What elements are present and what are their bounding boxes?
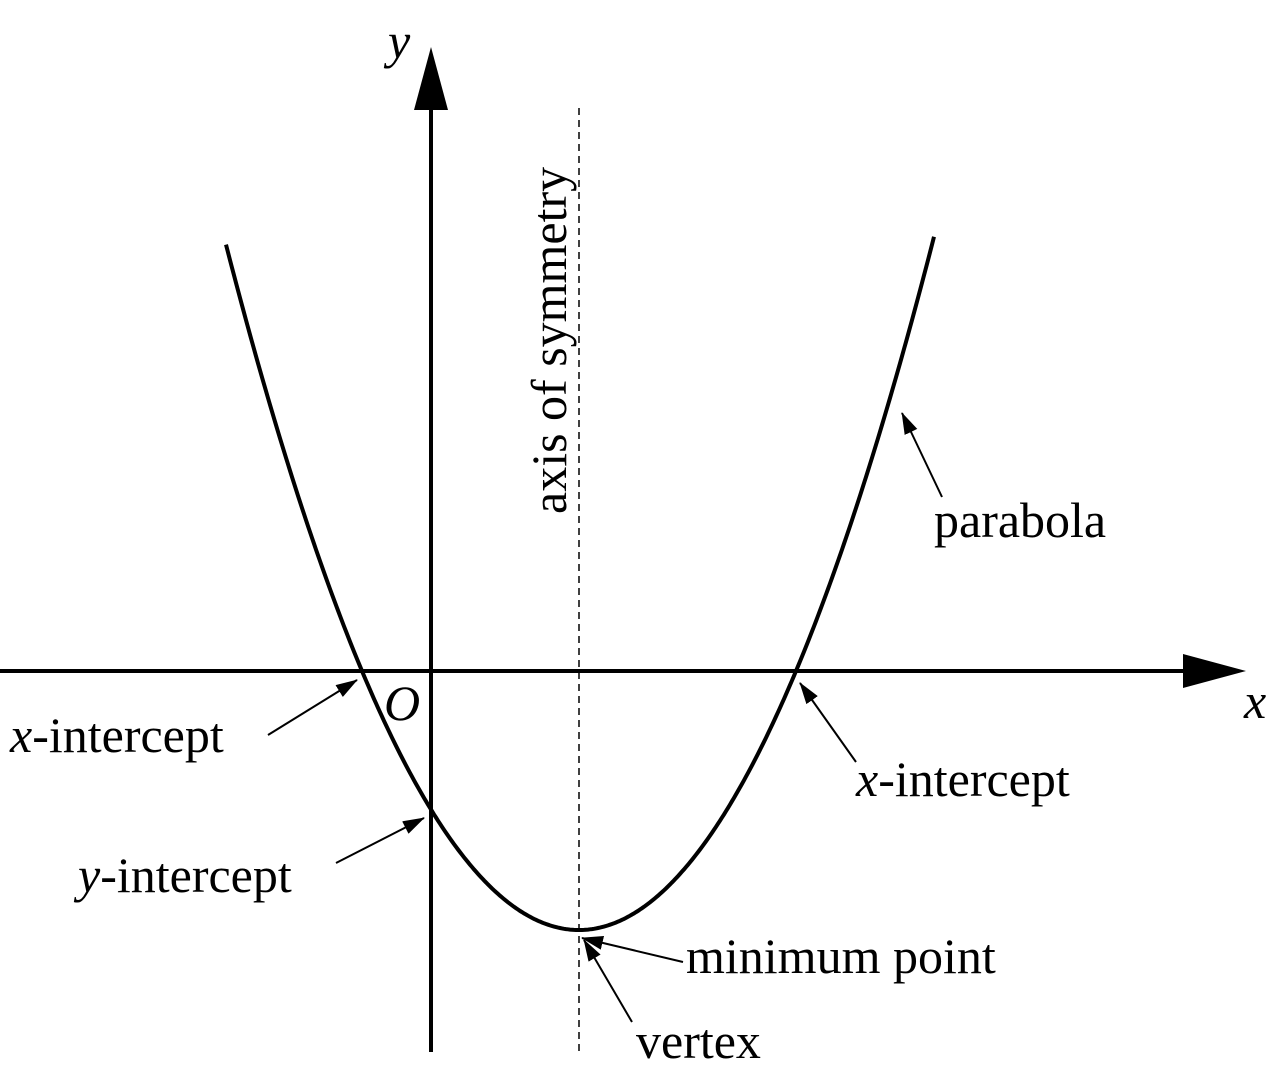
x-intercept-right-label: x-intercept [855,751,1070,807]
x-intercept-right-var: x [855,751,878,807]
x-axis-arrowhead [1183,654,1246,688]
y-intercept-pointer-arrow [335,817,425,864]
x-axis-label: x [1243,673,1266,729]
y-intercept-var: y [73,847,101,903]
x-intercept-right-pointer-arrow [799,682,857,763]
minimum-point-pointer-arrow [581,936,684,963]
vertex-pointer-arrow [583,939,633,1023]
origin-label: O [384,675,420,731]
y-intercept-label: y-intercept [73,847,292,903]
x-intercept-right-rest: -intercept [878,751,1070,807]
x-intercept-left-var: x [9,707,32,763]
y-axis-label: y [383,13,411,69]
x-intercept-left-pointer-arrow [267,679,358,736]
x-intercept-left-label: x-intercept [9,707,224,763]
axis-of-symmetry-label: axis of symmetry [521,167,577,514]
x-intercept-left-rest: -intercept [32,707,224,763]
parabola-curve [224,236,936,932]
y-axis-arrowhead [414,47,448,110]
parabola-label: parabola [934,492,1106,548]
vertex-label: vertex [636,1013,761,1069]
parabola-pointer-arrow [901,412,943,498]
y-intercept-rest: -intercept [100,847,292,903]
minimum-point-label: minimum point [686,928,996,984]
